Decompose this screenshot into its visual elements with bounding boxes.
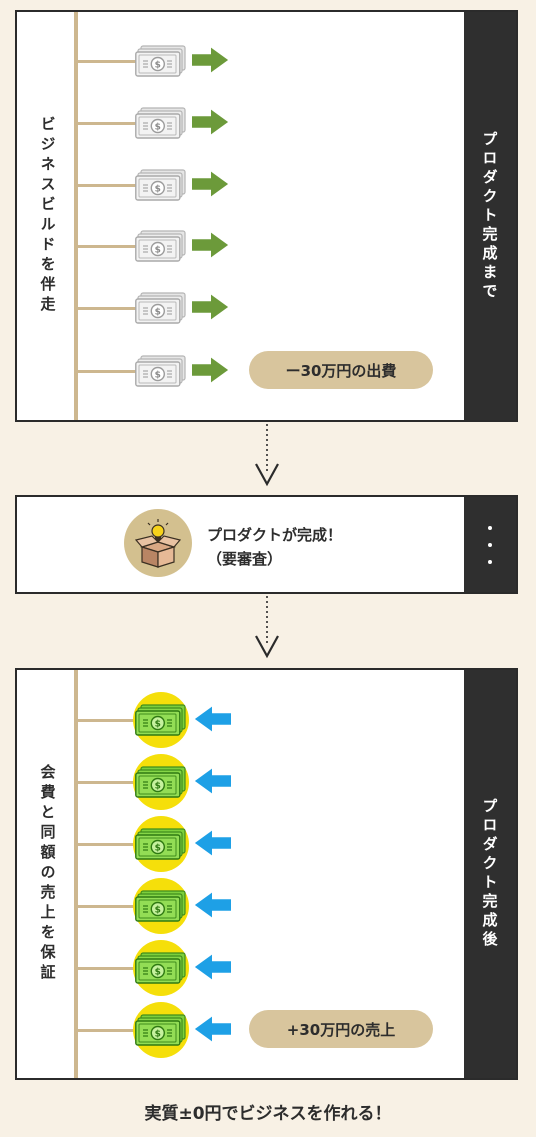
down-arrow-icon	[255, 424, 279, 487]
milestone-line1: プロダクトが完成！	[207, 526, 343, 544]
branch-line	[76, 370, 140, 373]
green-money-icon	[135, 827, 187, 861]
revenue-pill: +30万円の売上	[249, 1010, 433, 1048]
side-label-before: プロダクト完成まで	[480, 130, 499, 302]
vertical-label: 会費と同額の売上を保証	[33, 670, 63, 1078]
cost-row	[17, 286, 247, 330]
green-arrow-right-icon	[192, 109, 230, 135]
gray-money-icon	[135, 44, 187, 78]
branch-line	[76, 719, 140, 722]
lightbulb-box-icon	[124, 509, 192, 577]
blue-arrow-left-icon	[193, 892, 231, 918]
vertical-label-text: ビジネスビルドを伴走	[38, 116, 57, 316]
blue-arrow-left-icon	[193, 954, 231, 980]
revenue-row	[17, 940, 247, 996]
green-money-icon	[135, 703, 187, 737]
green-money-icon	[135, 889, 187, 923]
green-money-icon	[135, 1013, 187, 1047]
green-arrow-right-icon	[192, 171, 230, 197]
milestone-panel: プロダクトが完成！ （要審査）	[15, 495, 518, 594]
green-money-icon	[135, 765, 187, 799]
revenue-row	[17, 754, 247, 810]
side-tab-before: プロダクト完成まで	[464, 12, 516, 420]
branch-line	[76, 60, 140, 63]
branch-line	[76, 1029, 140, 1032]
cost-row	[17, 349, 247, 393]
side-dots	[464, 497, 516, 592]
revenue-pill-text: +30万円の売上	[286, 1020, 396, 1039]
gray-money-icon	[135, 291, 187, 325]
gray-money-icon	[135, 354, 187, 388]
revenue-row	[17, 1002, 247, 1058]
gray-money-icon	[135, 229, 187, 263]
branch-line	[76, 843, 140, 846]
cost-row	[17, 101, 247, 145]
cost-row	[17, 163, 247, 207]
green-arrow-right-icon	[192, 47, 230, 73]
blue-arrow-left-icon	[193, 768, 231, 794]
dot	[488, 525, 492, 530]
gray-money-icon	[135, 168, 187, 202]
branch-line	[76, 905, 140, 908]
branch-line	[76, 184, 140, 187]
timeline-trunk	[74, 12, 78, 420]
blue-arrow-left-icon	[193, 706, 231, 732]
branch-line	[76, 781, 140, 784]
dot	[488, 559, 492, 564]
blue-arrow-left-icon	[193, 830, 231, 856]
revenue-row	[17, 816, 247, 872]
timeline-trunk	[74, 670, 78, 1078]
after-completion-panel: 会費と同額の売上を保証 +30万円の売上	[15, 668, 518, 1080]
side-tab-after: プロダクト完成後	[464, 670, 516, 1078]
branch-line	[76, 245, 140, 248]
cost-pill: ー30万円の出費	[249, 351, 433, 389]
milestone-line2: （要審査）	[207, 550, 283, 568]
down-arrow-icon	[255, 596, 279, 659]
milestone-text: プロダクトが完成！ （要審査）	[207, 523, 342, 571]
green-arrow-right-icon	[192, 294, 230, 320]
cost-row	[17, 39, 247, 83]
cost-row	[17, 224, 247, 268]
blue-arrow-left-icon	[193, 1016, 231, 1042]
footer-caption: 実質±0円でビジネスを作れる！	[144, 1104, 392, 1124]
revenue-row	[17, 692, 247, 748]
dot	[488, 542, 492, 547]
green-arrow-right-icon	[192, 357, 230, 383]
branch-line	[76, 122, 140, 125]
before-completion-panel: ビジネスビルドを伴走 ー30万円の出費 プロダクト完成まで	[15, 10, 518, 422]
branch-line	[76, 307, 140, 310]
branch-line	[76, 967, 140, 970]
vertical-label-text: 会費と同額の売上を保証	[38, 764, 57, 984]
green-arrow-right-icon	[192, 232, 230, 258]
cost-pill-text: ー30万円の出費	[285, 361, 397, 380]
vertical-label: ビジネスビルドを伴走	[33, 12, 63, 420]
revenue-row	[17, 878, 247, 934]
gray-money-icon	[135, 106, 187, 140]
side-label-after: プロダクト完成後	[480, 798, 499, 950]
green-money-icon	[135, 951, 187, 985]
